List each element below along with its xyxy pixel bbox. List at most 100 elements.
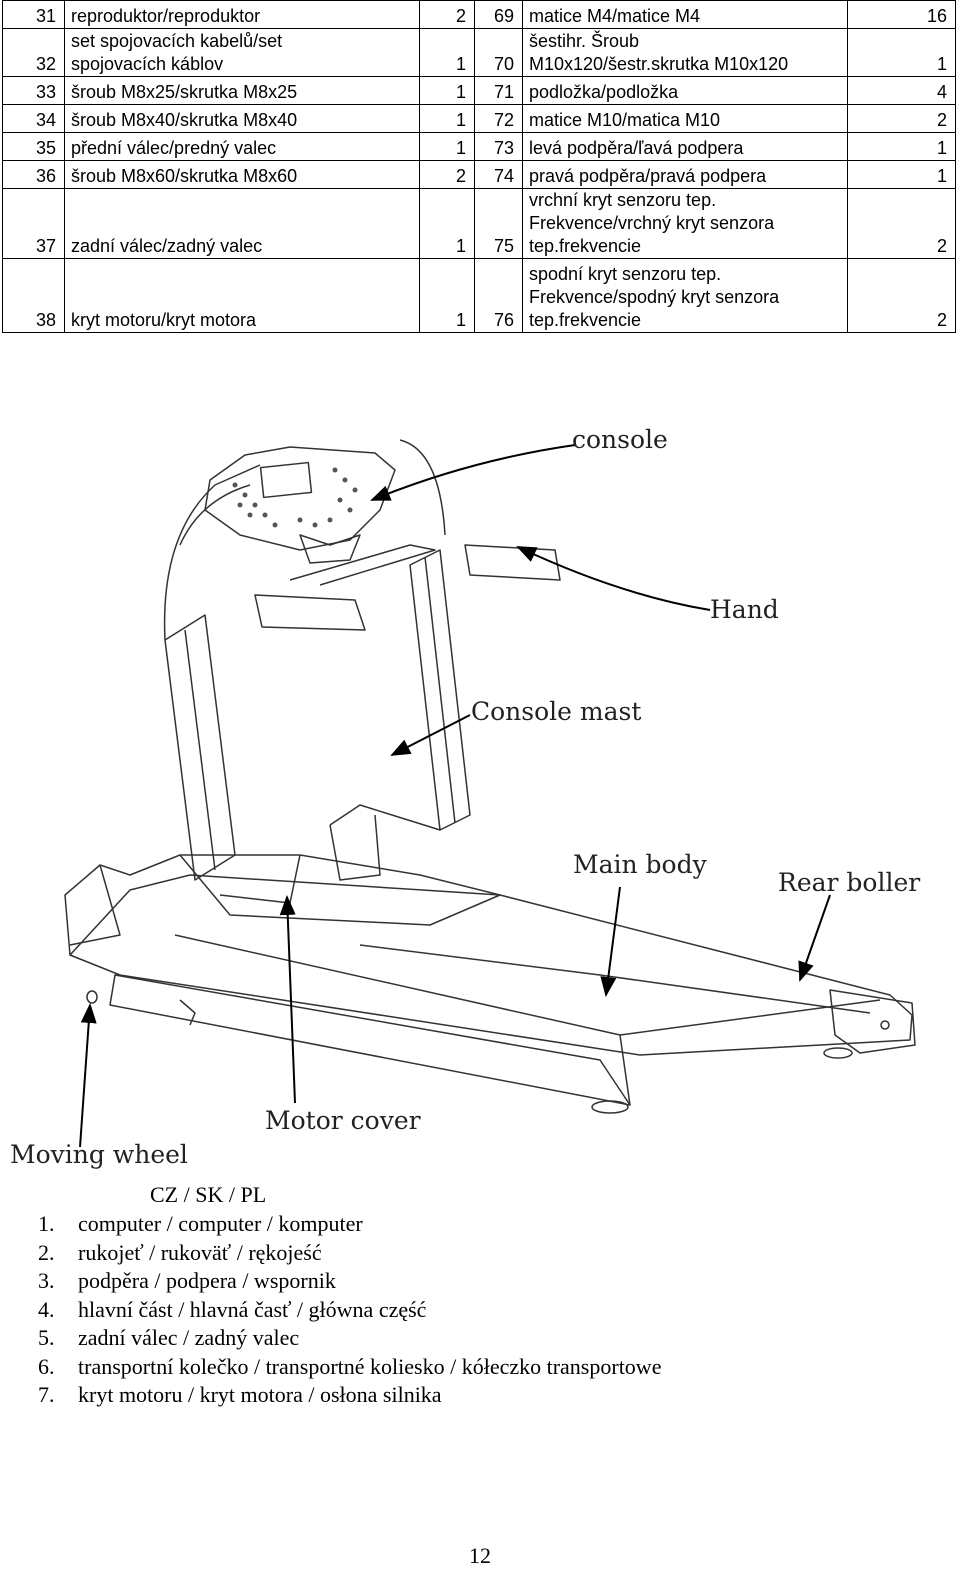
part-quantity: 1 xyxy=(847,132,956,161)
part-quantity: 2 xyxy=(419,160,475,189)
part-quantity: 1 xyxy=(419,258,475,333)
console-mast-left xyxy=(164,614,236,881)
part-quantity: 4 xyxy=(847,76,956,105)
description-line: šroub M8x60/skrutka M8x60 xyxy=(71,166,298,186)
part-number: 76 xyxy=(474,258,523,333)
rear-roller xyxy=(829,989,916,1054)
part-description: šroub M8x25/skrutka M8x25 xyxy=(64,76,420,105)
part-description: reproduktor/reproduktor xyxy=(64,0,420,29)
arrow-hand xyxy=(516,546,711,611)
description-line: šroub M8x25/skrutka M8x25 xyxy=(71,82,298,102)
treadmill-drawing xyxy=(64,439,916,1114)
console-mast-right xyxy=(409,549,471,831)
part-description: matice M10/matica M10 xyxy=(522,104,848,133)
part-description: vrchní kryt senzoru tep.Frekvence/vrchný… xyxy=(522,188,848,259)
description-line: set spojovacích kabelů/set xyxy=(71,31,283,51)
description-line: kryt motoru/kryt motora xyxy=(71,310,257,330)
part-number: 33 xyxy=(2,76,65,105)
callout-labels: console Hand Console mast Main body Rear… xyxy=(10,425,920,1169)
legend-item: 2.rukojeť / rukoväť / rękojeść xyxy=(38,1239,661,1268)
console-buttons xyxy=(232,467,358,528)
legend: CZ / SK / PL 1. computer / computer / kom… xyxy=(38,1180,661,1410)
part-number: 73 xyxy=(474,132,523,161)
hand-right xyxy=(464,544,561,581)
part-number: 71 xyxy=(474,76,523,105)
part-number: 69 xyxy=(474,0,523,29)
label-moving-wheel: Moving wheel xyxy=(10,1140,188,1169)
part-description: levá podpěra/ľavá podpera xyxy=(522,132,848,161)
legend-item: 4.hlavní část / hlavná časť / główna czę… xyxy=(38,1296,661,1325)
description-line: levá podpěra/ľavá podpera xyxy=(529,138,744,158)
description-line: Frekvence/spodný kryt senzora xyxy=(529,287,780,307)
parts-table: 31 reproduktor/reproduktor 2 69 matice M4/ma… xyxy=(2,0,956,333)
legend-item-number: 3. xyxy=(38,1268,55,1293)
legend-item-text: zadní válec / zadný valec xyxy=(78,1325,300,1350)
part-number: 34 xyxy=(2,104,65,133)
part-number: 75 xyxy=(474,188,523,259)
legend-item-text: hlavní část / hlavná časť / główna część xyxy=(78,1296,427,1322)
description-line: přední válec/predný valec xyxy=(71,138,277,158)
description-line: matice M4/matice M4 xyxy=(529,6,701,26)
legend-item-text: computer / computer / komputer xyxy=(78,1211,363,1236)
label-console: console xyxy=(572,425,668,454)
description-line: šroub M8x40/skrutka M8x40 xyxy=(71,110,298,130)
legend-item: 1. computer / computer / komputer xyxy=(38,1210,661,1239)
part-quantity: 16 xyxy=(847,0,956,29)
part-quantity: 1 xyxy=(419,28,475,77)
description-line: šestihr. Šroub xyxy=(529,31,640,51)
table-row: 32 set spojovacích kabelů/set spojovacích … xyxy=(2,28,956,77)
parts-table-body: 31 reproduktor/reproduktor 2 69 matice M4/ma… xyxy=(2,0,956,333)
description-line: spojovacích káblov xyxy=(71,54,224,74)
part-quantity: 2 xyxy=(847,258,956,333)
description-line: M10x120/šestr.skrutka M10x120 xyxy=(529,54,789,74)
legend-item-number: 1. xyxy=(38,1211,55,1236)
legend-item-number: 7. xyxy=(38,1382,55,1407)
part-quantity: 1 xyxy=(847,160,956,189)
legend-item: 3.podpěra / podpera / wspornik xyxy=(38,1267,661,1296)
legend-item-number: 5. xyxy=(38,1325,55,1350)
label-hand: Hand xyxy=(710,595,779,624)
part-description: šroub M8x40/skrutka M8x40 xyxy=(64,104,420,133)
part-description: podložka/podložka xyxy=(522,76,848,105)
treadmill-diagram: console Hand Console mast Main body Rear… xyxy=(10,425,920,1169)
part-description: šroub M8x60/skrutka M8x60 xyxy=(64,160,420,189)
part-number: 31 xyxy=(2,0,65,29)
description-line: matice M10/matica M10 xyxy=(529,110,721,130)
arrow-console-mast xyxy=(390,714,471,756)
legend-item-text: transportní kolečko / transportné kolies… xyxy=(78,1353,662,1379)
legend-item: 6. transportní kolečko / transportné koli… xyxy=(38,1353,661,1382)
description-line: Frekvence/vrchný kryt senzora xyxy=(529,213,775,233)
label-main-body: Main body xyxy=(573,850,708,879)
part-number: 32 xyxy=(2,28,65,77)
part-description: matice M4/matice M4 xyxy=(522,0,848,29)
part-number: 36 xyxy=(2,160,65,189)
legend-item: 5. zadní válec / zadný valec xyxy=(38,1324,661,1353)
part-number: 70 xyxy=(474,28,523,77)
legend-item-number: 6. xyxy=(38,1353,55,1379)
description-line: spodní kryt senzoru tep. xyxy=(529,264,722,284)
arrow-motor-cover xyxy=(279,895,296,1104)
description-line: reproduktor/reproduktor xyxy=(71,6,261,26)
hand-left xyxy=(254,594,366,631)
description-line: podložka/podložka xyxy=(529,82,679,102)
part-quantity: 2 xyxy=(847,104,956,133)
part-quantity: 1 xyxy=(419,188,475,259)
console-shape xyxy=(204,446,396,551)
description-line: tep.frekvencie xyxy=(529,310,642,330)
part-number: 37 xyxy=(2,188,65,259)
arrow-rear-boller xyxy=(798,894,831,982)
motor-cover-shape xyxy=(64,854,501,956)
part-quantity: 1 xyxy=(419,132,475,161)
legend-heading: CZ / SK / PL xyxy=(150,1182,267,1207)
label-console-mast: Console mast xyxy=(471,697,641,726)
console-screen xyxy=(259,461,313,499)
part-number: 72 xyxy=(474,104,523,133)
callout-arrows xyxy=(79,444,831,1148)
legend-item-number: 2. xyxy=(38,1239,55,1265)
